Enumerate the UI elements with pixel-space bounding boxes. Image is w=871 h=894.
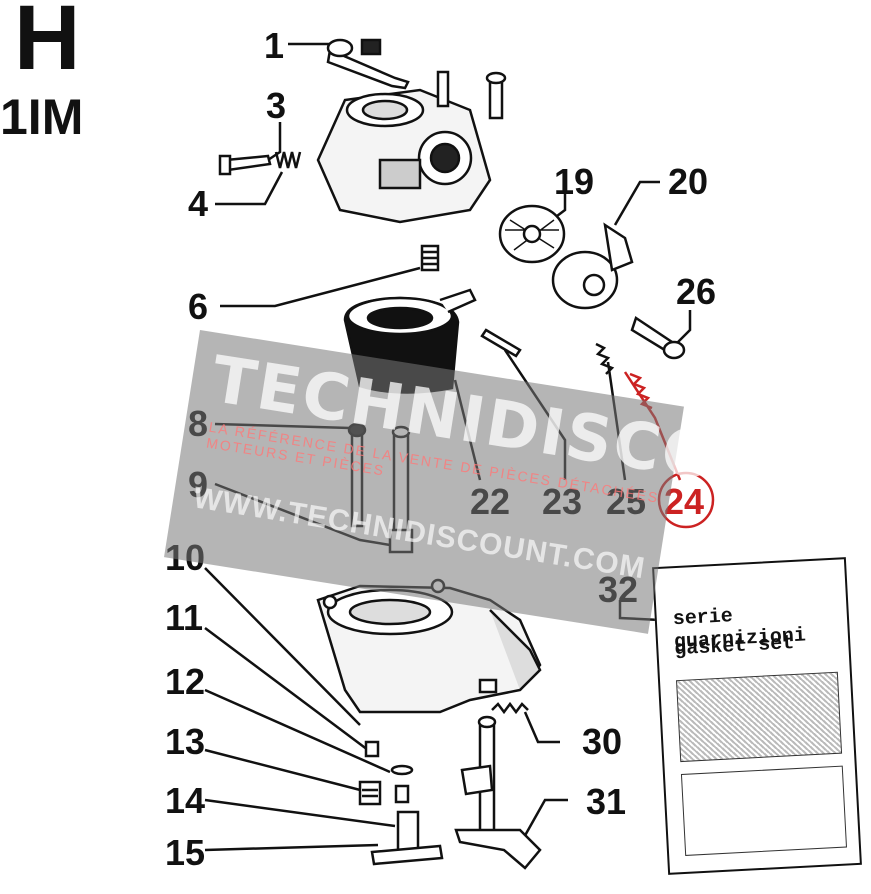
part-25-spring (595, 342, 615, 375)
part-13-plug (358, 780, 382, 806)
part-26-bolt (630, 316, 686, 360)
leader-line-13 (204, 748, 369, 794)
leader-line-14 (204, 798, 396, 828)
gasket-set-hatch-panel (676, 671, 843, 763)
part-20-banjo (551, 222, 634, 310)
callout-3: 3 (266, 85, 287, 126)
leader-line-3 (264, 122, 282, 164)
part-19-filter (498, 204, 566, 264)
callout-1: 1 (264, 25, 285, 66)
callout-20: 20 (668, 161, 709, 202)
leader-line-9 (214, 482, 391, 547)
section-letter: H (14, 0, 81, 89)
callout-19: 19 (554, 161, 595, 202)
part-3-screw (218, 154, 272, 176)
lower-body (316, 578, 542, 714)
callout-25: 25 (606, 481, 647, 522)
part-15-tap (370, 810, 444, 866)
part-4-spring (274, 151, 302, 169)
callout-14: 14 (165, 780, 206, 821)
callout-23: 23 (542, 481, 583, 522)
leader-line-26 (674, 310, 692, 346)
gasket-set-blank-panel (680, 765, 848, 856)
callout-30: 30 (582, 721, 623, 762)
callout-32: 32 (598, 569, 639, 610)
section-code: 1IM (0, 89, 84, 145)
callout-11: 11 (165, 597, 204, 638)
leader-line-11 (204, 626, 369, 752)
part-1-screw-bracket (326, 38, 410, 90)
callout-9: 9 (188, 464, 209, 505)
part-6-jet (420, 244, 440, 272)
leader-line-30 (523, 711, 560, 744)
part-14-jet (394, 784, 410, 804)
callout-12: 12 (165, 661, 206, 702)
leader-line-6 (220, 266, 421, 308)
part-31-throttle-shaft (454, 715, 542, 870)
leader-line-12 (204, 688, 391, 774)
callout-24: 24 (664, 481, 705, 522)
leader-line-8 (214, 422, 351, 430)
callout-13: 13 (165, 721, 206, 762)
leader-line-22 (453, 379, 482, 481)
part-9-tube (388, 425, 414, 554)
callout-31: 31 (586, 781, 627, 822)
callout-4: 4 (188, 183, 209, 224)
leader-line-31 (516, 798, 568, 849)
part-22-float (343, 288, 477, 394)
upper-body (316, 70, 507, 224)
part-12-washer (390, 764, 414, 776)
callout-26: 26 (676, 271, 717, 312)
part-24-spring (629, 372, 653, 410)
callout-15: 15 (165, 832, 206, 873)
leader-line-20 (613, 180, 660, 226)
callout-6: 6 (188, 286, 209, 327)
callout-10: 10 (165, 537, 206, 578)
leader-line-23 (503, 349, 567, 480)
part-23-needle (480, 328, 522, 358)
leader-line-24 (623, 371, 682, 481)
callout-8: 8 (188, 403, 209, 444)
part-8-tube (347, 422, 367, 528)
callout-22: 22 (470, 481, 511, 522)
leader-line-4 (215, 171, 284, 206)
part-30-spring (491, 701, 529, 715)
leader-line-15 (204, 843, 379, 852)
part-11-jet (364, 740, 380, 758)
gasket-set-label-en: gasket set (673, 631, 795, 662)
leader-line-25 (606, 361, 627, 481)
gasket-set-card: serie guarnizioni gasket set (652, 557, 862, 875)
